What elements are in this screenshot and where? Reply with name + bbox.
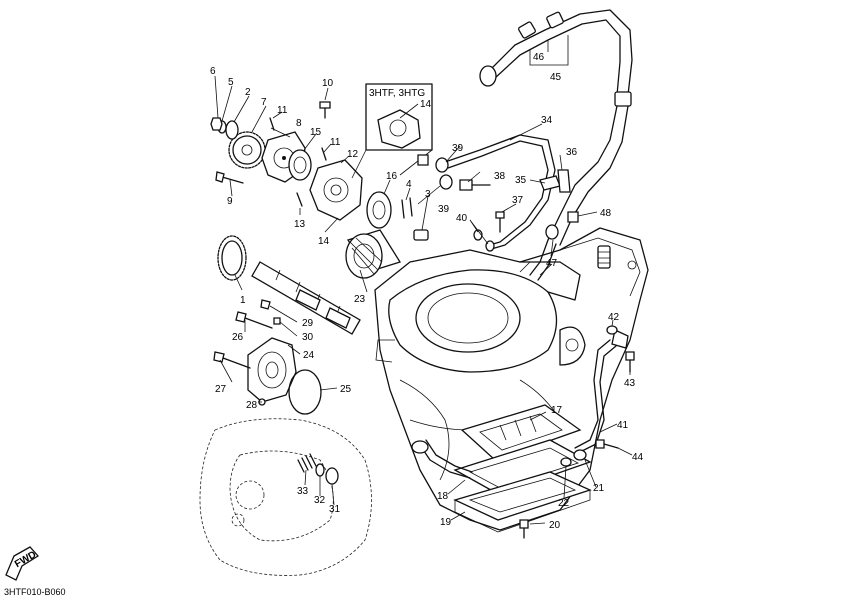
callout-30: 30 <box>302 332 314 343</box>
callout-28: 28 <box>246 400 258 411</box>
callout-44: 44 <box>632 452 644 463</box>
callout-labels: 1 2 3 4 5 6 7 8 9 10 11 11 12 13 14 14 1… <box>210 52 644 531</box>
callout-33: 33 <box>297 486 309 497</box>
callout-1: 1 <box>240 295 246 306</box>
callout-26: 26 <box>232 332 244 343</box>
callout-36: 36 <box>566 147 578 158</box>
callout-42: 42 <box>608 312 620 323</box>
left-bolts <box>235 299 281 329</box>
callout-29: 29 <box>302 318 314 329</box>
callout-27: 27 <box>215 384 227 395</box>
drawing-code: 3HTF010-B060 <box>4 587 66 597</box>
callout-20: 20 <box>549 520 561 531</box>
callout-19: 19 <box>440 517 452 528</box>
oil-filter-parts <box>345 191 429 279</box>
callout-31: 31 <box>329 504 341 515</box>
callout-39-upper: 39 <box>452 143 464 154</box>
callout-38: 38 <box>494 171 506 182</box>
filter-cover <box>213 337 322 415</box>
callout-18: 18 <box>437 491 449 502</box>
callout-15: 15 <box>310 127 322 138</box>
variant-box-label: 3HTF, 3HTG <box>369 88 425 99</box>
callout-9: 9 <box>227 196 233 207</box>
callout-3: 3 <box>425 189 431 200</box>
callout-47: 47 <box>546 258 558 269</box>
callout-32: 32 <box>314 495 326 506</box>
callout-6: 6 <box>210 66 216 77</box>
callout-40: 40 <box>456 213 468 224</box>
callout-23: 23 <box>354 294 366 305</box>
callout-22: 22 <box>558 498 570 509</box>
callout-46: 46 <box>533 52 545 63</box>
callout-21: 21 <box>593 483 605 494</box>
relief-valve-parts <box>297 453 339 485</box>
lower-oil-pipe <box>574 325 635 453</box>
callout-45: 45 <box>550 72 562 83</box>
callout-14-box: 14 <box>420 99 432 110</box>
oil-strainer-assembly <box>411 404 592 539</box>
callout-39-lower: 39 <box>438 204 450 215</box>
callout-41: 41 <box>617 420 629 431</box>
callout-17: 17 <box>551 405 563 416</box>
fitting-bolts <box>417 154 579 252</box>
callout-2: 2 <box>245 87 251 98</box>
callout-7: 7 <box>261 97 267 108</box>
callout-34: 34 <box>541 115 553 126</box>
left-crankcase-outline <box>199 418 372 576</box>
callout-5: 5 <box>228 77 234 88</box>
callout-4: 4 <box>406 179 412 190</box>
callout-37: 37 <box>512 195 524 206</box>
callout-11-lower: 11 <box>330 137 341 148</box>
callout-13: 13 <box>294 219 306 230</box>
callout-8: 8 <box>296 118 302 129</box>
callout-25: 25 <box>340 384 352 395</box>
callout-35: 35 <box>515 175 527 186</box>
callout-10: 10 <box>322 78 334 89</box>
callout-16: 16 <box>386 171 398 182</box>
callout-11-upper: 11 <box>277 105 288 116</box>
cam-sprocket-shaft <box>217 235 361 335</box>
variant-box <box>351 83 433 179</box>
callout-12: 12 <box>347 149 359 160</box>
callout-14: 14 <box>318 236 330 247</box>
fwd-label: FWD <box>13 549 38 570</box>
callout-48: 48 <box>600 208 612 219</box>
fwd-arrow-icon: FWD <box>5 546 39 581</box>
leader-lines <box>214 35 633 525</box>
callout-24: 24 <box>303 350 315 361</box>
oil-pump-assembly <box>210 101 363 221</box>
callout-43: 43 <box>624 378 636 389</box>
